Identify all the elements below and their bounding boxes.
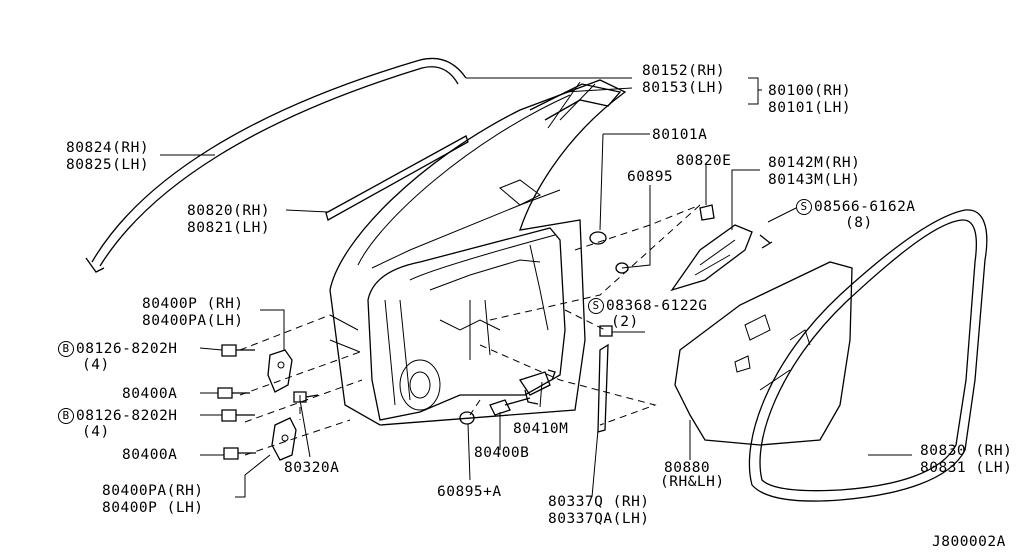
label-80153: 80153(LH) (642, 80, 726, 96)
label-80400B: 80400B (474, 445, 530, 461)
label-80880-side: (RH&LH) (660, 474, 725, 490)
s-mark-08368: S (588, 298, 604, 314)
label-08126-a-pn: 08126-8202H (76, 341, 178, 357)
label-60895: 60895 (627, 169, 674, 185)
label-08126-a-qty: (4) (82, 357, 110, 373)
sealing-screen (674, 261, 853, 446)
front-door-panel (329, 79, 627, 426)
label-80100: 80100(RH) (768, 83, 852, 99)
door-inner-frame (367, 179, 566, 421)
label-80337QA: 80337QA(LH) (548, 511, 650, 527)
roof-drip-moulding (85, 57, 467, 273)
label-08126-b-qty: (4) (82, 424, 110, 440)
hinge-bolts (217, 344, 319, 460)
label-80400P: 80400P (RH) (142, 296, 244, 312)
label-80831: 80831 (LH) (920, 460, 1013, 476)
label-08566-pn: 08566-6162A (814, 199, 916, 215)
label-80410M: 80410M (513, 421, 569, 437)
label-60895A: 60895+A (437, 484, 502, 500)
waist-moulding (325, 135, 469, 221)
label-80400A-2: 80400A (122, 447, 178, 463)
label-80820E: 80820E (676, 153, 732, 169)
label-80101: 80101(LH) (768, 100, 852, 116)
screw-08566 (759, 234, 773, 249)
label-08368-qty: (2) (611, 314, 639, 330)
door-stopper (597, 343, 609, 433)
label-80400A-1: 80400A (122, 386, 178, 402)
label-08368-pn: 08368-6122G (606, 298, 708, 314)
label-80821: 80821(LH) (187, 220, 271, 236)
plugs (459, 231, 629, 425)
b-mark-08126-a: B (58, 341, 74, 357)
label-80320A: 80320A (284, 460, 340, 476)
label-80824: 80824(RH) (66, 140, 150, 156)
s-mark-08566: S (796, 199, 812, 215)
label-80880: 80880 (664, 460, 711, 476)
label-80143M: 80143M(LH) (768, 172, 861, 188)
door-hinges (267, 349, 297, 461)
label-80400PA-2: 80400PA(RH) (102, 483, 204, 499)
label-80830: 80830 (RH) (920, 443, 1013, 459)
label-08566-qty: (8) (845, 215, 873, 231)
b-mark-08126-b: B (58, 408, 74, 424)
diagram-id: J800002A (932, 534, 1006, 550)
screw-08368 (599, 325, 613, 337)
sash-moulding (529, 83, 622, 121)
label-80820: 80820(RH) (187, 203, 271, 219)
label-80152: 80152(RH) (642, 63, 726, 79)
inside-handle-escutcheon (670, 204, 753, 292)
assembly-guide-lines (239, 204, 701, 456)
label-80142M: 80142M(RH) (768, 155, 861, 171)
label-80400PA: 80400PA(LH) (142, 313, 244, 329)
label-80101A: 80101A (652, 127, 708, 143)
door-check-link (489, 369, 556, 416)
leader-lines (160, 77, 912, 498)
label-80400P-2: 80400P (LH) (102, 500, 204, 516)
door-weatherstrip (748, 209, 988, 502)
label-08126-b-pn: 08126-8202H (76, 408, 178, 424)
label-80337Q: 80337Q (RH) (548, 494, 650, 510)
label-80825: 80825(LH) (66, 157, 150, 173)
